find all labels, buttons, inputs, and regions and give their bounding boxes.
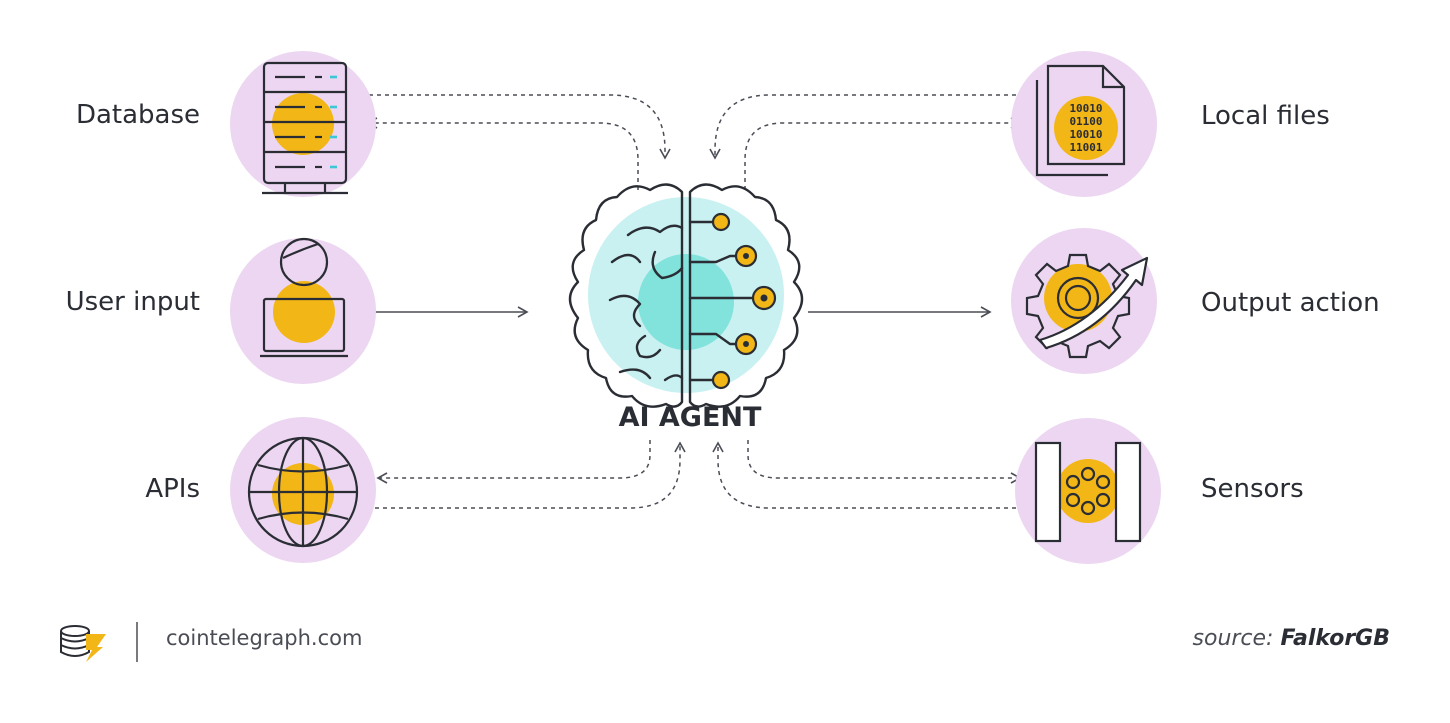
- connector-localfiles-to-agent: [709, 94, 1040, 160]
- label-output-action: Output action: [1201, 288, 1380, 318]
- connector-sensors-to-agent: [712, 441, 1040, 509]
- globe-icon: [230, 417, 376, 563]
- label-database: Database: [75, 100, 200, 130]
- label-user-input: User input: [65, 287, 200, 317]
- database-icon: [230, 51, 376, 197]
- connector-agent-to-sensors: [747, 440, 1022, 484]
- footer-source-prefix: source:: [1192, 626, 1274, 651]
- footer-source-name: FalkorGB: [1280, 626, 1390, 651]
- label-apis: APIs: [145, 474, 200, 504]
- brain-icon: [568, 183, 804, 408]
- connector-agent-to-apis: [376, 440, 651, 484]
- sensors-icon: [1015, 418, 1161, 564]
- connectors: [345, 94, 1040, 509]
- footer-site: cointelegraph.com: [166, 626, 363, 650]
- binary-row: 10010: [1069, 128, 1102, 141]
- connector-database-to-agent: [345, 94, 671, 160]
- binary-row: 10010: [1069, 102, 1102, 115]
- binary-row: 01100: [1069, 115, 1102, 128]
- label-local-files: Local files: [1201, 101, 1330, 131]
- binary-row: 11001: [1069, 141, 1102, 154]
- gear-arrow-icon: [1011, 228, 1157, 374]
- cointelegraph-logo-icon: [60, 625, 106, 662]
- local-files-icon: 10010 01100 10010 11001: [1011, 51, 1157, 197]
- footer-source: source: FalkorGB: [1193, 626, 1390, 651]
- connector-agent-to-database: [366, 117, 639, 190]
- connector-apis-to-agent: [375, 441, 686, 509]
- connector-agent-to-localfiles: [744, 117, 1022, 190]
- ai-agent-title: AI AGENT: [618, 402, 762, 433]
- label-sensors: Sensors: [1201, 474, 1304, 504]
- user-input-icon: [230, 237, 376, 384]
